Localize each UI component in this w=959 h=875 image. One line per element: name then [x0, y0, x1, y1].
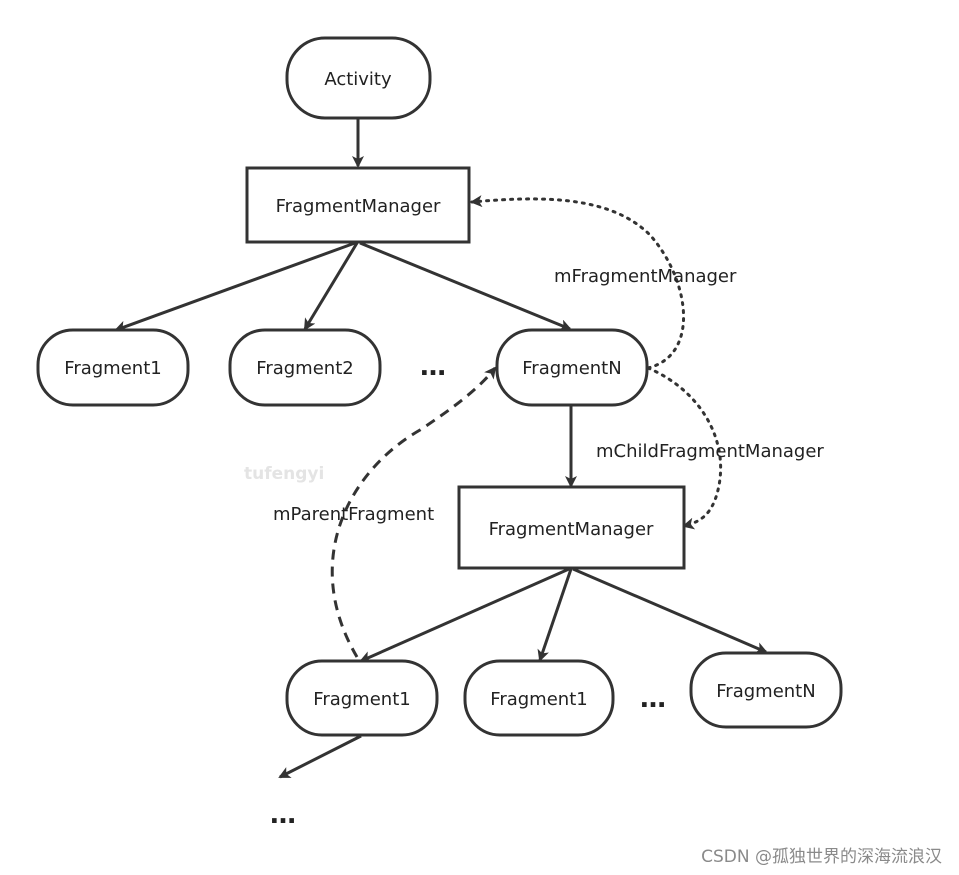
node-child-fragment1b: Fragment1 — [463, 659, 615, 737]
node-fragment1-label: Fragment1 — [64, 358, 161, 379]
ellipsis-child-row: … — [640, 684, 666, 714]
edge-fragment1-to-more — [278, 734, 362, 779]
edge-fm-to-fragmentn — [359, 241, 572, 331]
node-activity-label: Activity — [324, 69, 392, 90]
node-fragment-manager-top-label: FragmentManager — [276, 196, 441, 217]
node-fragment-manager-top: FragmentManager — [245, 166, 471, 244]
edge-child-fm-to-fragment1 — [359, 567, 570, 663]
node-fragmentn-label: FragmentN — [522, 358, 621, 379]
node-fragment-manager-child-label: FragmentManager — [489, 519, 654, 540]
node-child-fragment1: Fragment1 — [285, 659, 439, 737]
node-fragment2-label: Fragment2 — [256, 358, 353, 379]
node-fragmentn: FragmentN — [495, 328, 649, 407]
label-mfragmentmanager: mFragmentManager — [554, 266, 737, 287]
edge-mparentfragment — [330, 366, 497, 658]
node-fragment2: Fragment2 — [228, 328, 382, 407]
watermark-author: tufengyi — [244, 464, 324, 484]
node-child-fragment1-label: Fragment1 — [313, 689, 410, 710]
label-mchildfragmentmanager: mChildFragmentManager — [596, 441, 824, 462]
edge-mfragmentmanager — [470, 195, 685, 370]
edge-fm-to-fragment2 — [303, 242, 359, 331]
edge-child-fm-to-fragmentn — [572, 567, 768, 654]
ellipsis-top-row: … — [420, 352, 446, 382]
edge-mchildfragmentmanager — [646, 366, 723, 530]
node-fragment-manager-child: FragmentManager — [457, 485, 686, 570]
node-child-fragmentn: FragmentN — [689, 651, 843, 729]
label-mparentfragment: mParentFragment — [273, 504, 434, 525]
edge-child-fm-to-fragment1b — [537, 568, 573, 662]
watermark-source: CSDN @孤独世界的深海流浪汉 — [701, 847, 942, 867]
ellipsis-bottom: … — [270, 800, 296, 830]
node-activity: Activity — [285, 36, 432, 120]
node-child-fragmentn-label: FragmentN — [716, 681, 815, 702]
node-fragment1: Fragment1 — [36, 328, 190, 407]
edge-fm-to-fragment1 — [114, 241, 356, 333]
node-child-fragment1b-label: Fragment1 — [490, 689, 587, 710]
